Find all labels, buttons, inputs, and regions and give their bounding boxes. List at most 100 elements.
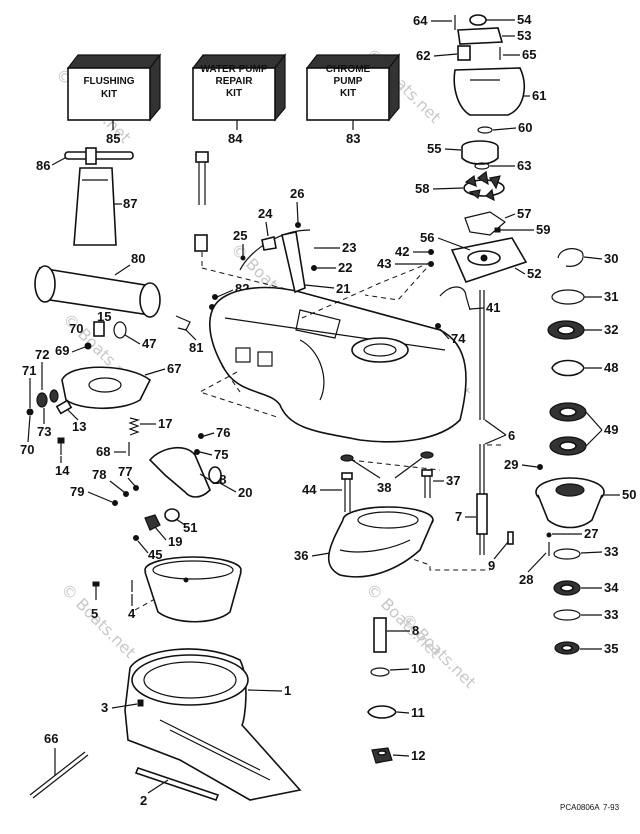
kit-box-water-pump-repair[interactable]: WATER PUMP REPAIR KIT bbox=[191, 53, 287, 122]
spring[interactable] bbox=[128, 417, 141, 436]
callout-49[interactable]: 49 bbox=[604, 422, 618, 437]
callout-3[interactable]: 3 bbox=[101, 700, 108, 715]
callout-80[interactable]: 80 bbox=[131, 251, 145, 266]
washer[interactable] bbox=[370, 667, 390, 677]
callout-73[interactable]: 73 bbox=[37, 424, 51, 439]
callout-76[interactable]: 76 bbox=[216, 425, 230, 440]
callout-4[interactable]: 4 bbox=[128, 606, 136, 621]
o-ring[interactable] bbox=[553, 609, 581, 621]
callout-56[interactable]: 56 bbox=[420, 230, 434, 245]
callout-58[interactable]: 58 bbox=[415, 181, 429, 196]
callout-38[interactable]: 38 bbox=[377, 480, 391, 495]
callout-86[interactable]: 86 bbox=[36, 158, 50, 173]
clip[interactable] bbox=[261, 236, 277, 251]
callout-17[interactable]: 17 bbox=[158, 416, 172, 431]
callout-41[interactable]: 41 bbox=[486, 300, 500, 315]
sleeve[interactable] bbox=[373, 617, 387, 653]
trim-plate[interactable] bbox=[148, 446, 211, 498]
nut[interactable] bbox=[371, 747, 393, 764]
callout-57[interactable]: 57 bbox=[517, 206, 531, 221]
seal[interactable] bbox=[554, 641, 580, 655]
callout-33-second[interactable]: 33 bbox=[604, 607, 618, 622]
callout-30[interactable]: 30 bbox=[604, 251, 618, 266]
callout-28[interactable]: 28 bbox=[519, 572, 533, 587]
callout-12[interactable]: 12 bbox=[411, 748, 425, 763]
o-ring[interactable] bbox=[551, 289, 585, 305]
callout-33[interactable]: 33 bbox=[604, 544, 618, 559]
callout-31[interactable]: 31 bbox=[604, 289, 618, 304]
callout-81[interactable]: 81 bbox=[189, 340, 203, 355]
nut[interactable] bbox=[144, 514, 161, 531]
callout-67[interactable]: 67 bbox=[167, 361, 181, 376]
callout-6[interactable]: 6 bbox=[508, 428, 515, 443]
callout-22[interactable]: 22 bbox=[338, 260, 352, 275]
callout-10[interactable]: 10 bbox=[411, 661, 425, 676]
o-ring[interactable] bbox=[474, 162, 490, 170]
callout-69[interactable]: 69 bbox=[55, 343, 69, 358]
callout-53[interactable]: 53 bbox=[517, 28, 531, 43]
o-ring[interactable] bbox=[477, 126, 493, 134]
intake-cup[interactable] bbox=[144, 556, 242, 623]
callout-77[interactable]: 77 bbox=[118, 464, 132, 479]
callout-13[interactable]: 13 bbox=[72, 419, 86, 434]
callout-70[interactable]: 70 bbox=[69, 321, 83, 336]
washer[interactable] bbox=[49, 389, 59, 403]
callout-21[interactable]: 21 bbox=[336, 281, 350, 296]
callout-32[interactable]: 32 bbox=[604, 322, 618, 337]
callout-52[interactable]: 52 bbox=[527, 266, 541, 281]
callout-11[interactable]: 11 bbox=[411, 705, 425, 720]
callout-35[interactable]: 35 bbox=[604, 641, 618, 656]
callout-23[interactable]: 23 bbox=[342, 240, 356, 255]
callout-14[interactable]: 14 bbox=[55, 463, 70, 478]
callout-9[interactable]: 9 bbox=[488, 558, 495, 573]
callout-74[interactable]: 74 bbox=[451, 331, 466, 346]
tab-washer[interactable] bbox=[367, 705, 397, 719]
callout-47[interactable]: 47 bbox=[142, 336, 156, 351]
intake-grate[interactable] bbox=[124, 648, 302, 801]
callout-68[interactable]: 68 bbox=[96, 444, 110, 459]
pump-base-plate[interactable] bbox=[450, 237, 528, 283]
callout-71[interactable]: 71 bbox=[22, 363, 36, 378]
callout-36[interactable]: 36 bbox=[294, 548, 308, 563]
callout-43[interactable]: 43 bbox=[377, 256, 391, 271]
pump-cover-assembly[interactable] bbox=[453, 14, 526, 116]
callout-44[interactable]: 44 bbox=[302, 482, 317, 497]
pump-liner[interactable] bbox=[461, 140, 499, 165]
callout-7[interactable]: 7 bbox=[455, 509, 462, 524]
callout-48[interactable]: 48 bbox=[604, 360, 618, 375]
seal[interactable] bbox=[553, 580, 581, 596]
callout-50[interactable]: 50 bbox=[622, 487, 636, 502]
washer[interactable] bbox=[36, 392, 48, 408]
washer[interactable] bbox=[164, 508, 180, 522]
callout-34[interactable]: 34 bbox=[604, 580, 619, 595]
callout-1[interactable]: 1 bbox=[284, 683, 291, 698]
drive-shaft[interactable] bbox=[476, 290, 488, 555]
callout-45[interactable]: 45 bbox=[148, 547, 162, 562]
bolt[interactable] bbox=[57, 437, 65, 455]
impeller[interactable] bbox=[463, 170, 505, 202]
callout-66[interactable]: 66 bbox=[44, 731, 58, 746]
pin[interactable] bbox=[55, 399, 73, 415]
bolt[interactable] bbox=[421, 469, 433, 498]
callout-5[interactable]: 5 bbox=[91, 606, 98, 621]
o-ring[interactable] bbox=[553, 548, 581, 560]
steering-bracket[interactable] bbox=[61, 321, 152, 410]
pump-impeller-nozzle[interactable] bbox=[327, 506, 434, 578]
callout-15[interactable]: 15 bbox=[97, 309, 111, 324]
intake-tube[interactable] bbox=[34, 265, 161, 318]
rod[interactable] bbox=[29, 751, 89, 799]
callout-29[interactable]: 29 bbox=[504, 457, 518, 472]
callout-19[interactable]: 19 bbox=[168, 534, 182, 549]
bolt[interactable] bbox=[341, 472, 353, 512]
callout-8[interactable]: 8 bbox=[412, 623, 419, 638]
callout-79[interactable]: 79 bbox=[70, 484, 84, 499]
callout-25[interactable]: 25 bbox=[233, 228, 247, 243]
callout-62[interactable]: 62 bbox=[416, 48, 430, 63]
kit-box-flushing[interactable]: FLUSHING KIT bbox=[66, 53, 162, 122]
washer[interactable] bbox=[208, 466, 222, 484]
flushing-attachment[interactable] bbox=[64, 147, 134, 246]
callout-51[interactable]: 51 bbox=[183, 520, 197, 535]
callout-54[interactable]: 54 bbox=[517, 12, 532, 27]
hose[interactable] bbox=[439, 286, 471, 311]
callout-27[interactable]: 27 bbox=[584, 526, 598, 541]
